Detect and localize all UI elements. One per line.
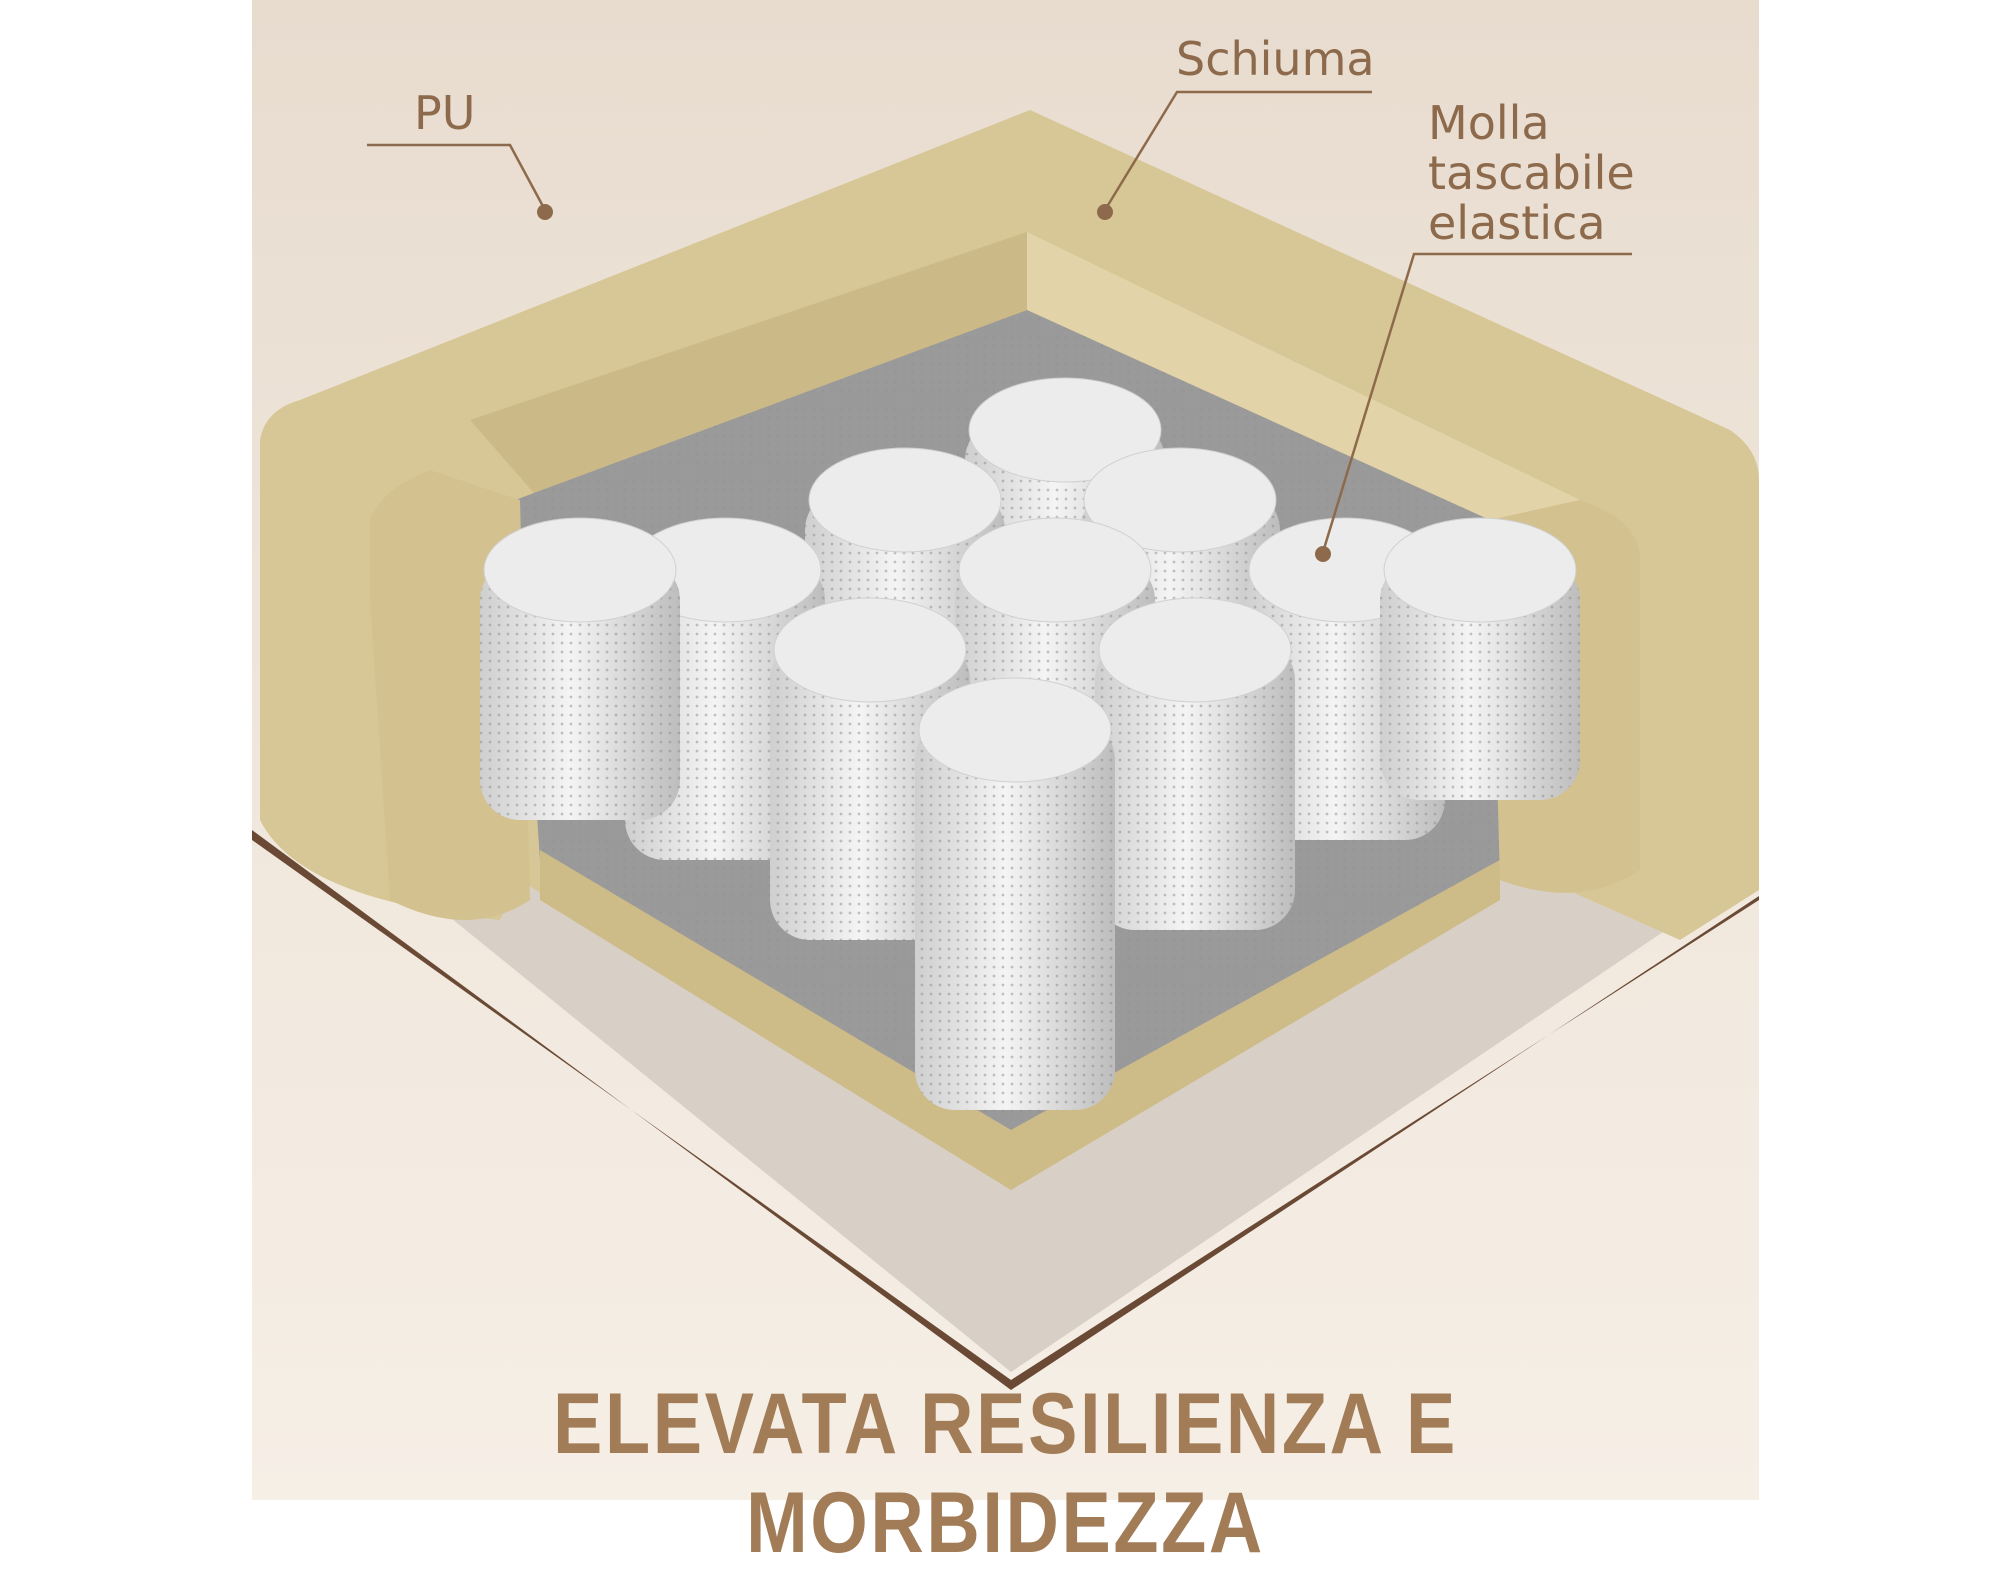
spring-top: [773, 597, 967, 703]
mattress-cross-section-illustration: [252, 0, 1759, 1500]
spring-top: [968, 377, 1162, 483]
spring-label-line3: elastica: [1428, 196, 1606, 250]
spring-fabric-texture: [480, 560, 680, 820]
spring-top: [1083, 447, 1277, 553]
spring-label-line1: Molla: [1428, 96, 1550, 150]
pu-label: PU: [414, 86, 476, 140]
spring-top: [918, 677, 1112, 783]
spring-fabric-texture: [915, 720, 1115, 1110]
foam-label: Schiuma: [1176, 32, 1375, 86]
spring-top: [958, 517, 1152, 623]
foam-inner-face: [470, 232, 1027, 500]
spring-top: [483, 517, 677, 623]
spring-fabric-texture: [1380, 560, 1580, 800]
spring-top: [808, 447, 1002, 553]
spring-label-line2: tascabile: [1428, 146, 1635, 200]
spring-top: [1098, 597, 1292, 703]
spring-fabric-texture: [1095, 640, 1295, 930]
headline: ELEVATA RESILIENZA E MORBIDEZZA: [553, 1376, 1458, 1571]
pocket-springs: [480, 377, 1580, 1110]
spring-top: [1383, 517, 1577, 623]
